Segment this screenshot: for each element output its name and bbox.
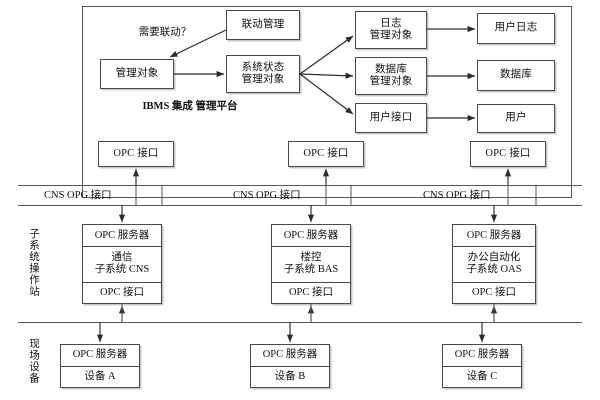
ibms-opc-interface-1[interactable]: OPC 接口 (98, 141, 174, 167)
bus-lower-rule (18, 322, 582, 323)
node-user-label: 用户 (505, 112, 527, 124)
node-log-object-line2: 管理对象 (369, 30, 413, 41)
subsystem-station-bas-interface[interactable]: OPC 接口 (272, 281, 350, 303)
subsystem-station-oas-server-label: OPC 服务器 (466, 229, 522, 241)
device-a-server-label: OPC 服务器 (72, 349, 128, 361)
subsystem-station-bas-server[interactable]: OPC 服务器 (272, 225, 350, 246)
bus-upper-bottom-rule (18, 205, 582, 206)
subsystem-station-oas[interactable]: OPC 服务器 办公自动化 子系统 OAS OPC 接口 (452, 224, 536, 304)
edge-linkage-to-managed (169, 29, 227, 58)
subsystem-station-bas-name-line1: 楼控 (300, 252, 322, 264)
subsystem-station-oas-interface[interactable]: OPC 接口 (453, 281, 535, 303)
condition-label: 需要联动？ (110, 27, 220, 40)
node-linkage-management[interactable]: 联动管理 (226, 10, 300, 40)
edge-sysstate-to-db (299, 72, 354, 79)
ibms-opc-interface-3-label: OPC 接口 (485, 147, 531, 159)
subsystem-station-bas-name: 楼控 子系统 BAS (272, 246, 350, 281)
device-a-name: 设备 A (61, 365, 139, 388)
ibms-opc-interface-2-label: OPC 接口 (303, 147, 349, 159)
edge-sysstate-to-log (299, 35, 354, 75)
node-system-state-object-line2: 管理对象 (241, 74, 285, 85)
device-c-name: 设备 C (443, 365, 521, 388)
node-linkage-management-label: 联动管理 (241, 18, 285, 30)
node-user-log-label: 用户日志 (494, 22, 538, 34)
bus-label-cns-opg-3: CNS OPG 接口 (423, 190, 491, 203)
device-c-name-label: 设备 C (466, 370, 498, 382)
node-user[interactable]: 用户 (477, 104, 555, 133)
device-c-server[interactable]: OPC 服务器 (443, 345, 521, 366)
device-layer-caption-text: 现场设备 (28, 338, 39, 384)
subsystem-station-bas-name-line2: 子系统 BAS (283, 264, 339, 276)
bus-label-cns-opg-1: CNS OPG 接口 (44, 190, 112, 203)
device-a[interactable]: OPC 服务器 设备 A (60, 344, 140, 388)
edge-sysstate-to-ui (299, 73, 354, 115)
subsystem-station-oas-interface-label: OPC 接口 (471, 286, 517, 298)
node-database-object-line2: 管理对象 (369, 76, 413, 87)
node-managed-object-label: 管理对象 (115, 67, 159, 79)
subsystem-layer-caption-text: 子系统操作站 (28, 228, 39, 297)
subsystem-station-cns-server-label: OPC 服务器 (94, 229, 150, 241)
subsystem-station-oas-name-line1: 办公自动化 (467, 252, 521, 264)
ibms-platform-frame (82, 6, 572, 198)
subsystem-station-bas-server-label: OPC 服务器 (283, 229, 339, 241)
device-a-server[interactable]: OPC 服务器 (61, 345, 139, 366)
node-managed-object[interactable]: 管理对象 (100, 59, 174, 89)
device-c[interactable]: OPC 服务器 设备 C (442, 344, 522, 388)
subsystem-station-cns-interface[interactable]: OPC 接口 (83, 281, 161, 303)
device-b[interactable]: OPC 服务器 设备 B (250, 344, 330, 388)
device-a-name-label: 设备 A (84, 370, 116, 382)
subsystem-station-oas-name: 办公自动化 子系统 OAS (453, 246, 535, 281)
subsystem-station-bas-interface-label: OPC 接口 (288, 286, 334, 298)
condition-label-text: 需要联动？ (138, 27, 192, 38)
node-system-state-object[interactable]: 系统状态 管理对象 (226, 55, 300, 93)
subsystem-station-cns-name: 通信 子系统 CNS (83, 246, 161, 281)
device-layer-caption: 现场设备 (26, 338, 41, 384)
subsystem-station-cns-name-line2: 子系统 CNS (94, 264, 150, 276)
bus-label-cns-opg-3-text: CNS OPG 接口 (423, 190, 491, 201)
subsystem-station-cns-interface-label: OPC 接口 (99, 286, 145, 298)
device-b-server[interactable]: OPC 服务器 (251, 345, 329, 366)
node-log-object[interactable]: 日志 管理对象 (355, 11, 427, 49)
subsystem-station-cns-name-line1: 通信 (111, 252, 133, 264)
node-user-interface[interactable]: 用户接口 (355, 103, 427, 133)
node-user-interface-label: 用户接口 (369, 111, 413, 123)
node-user-log[interactable]: 用户日志 (477, 13, 555, 44)
device-b-name: 设备 B (251, 365, 329, 388)
node-database-label: 数据库 (499, 69, 533, 81)
ibms-opc-interface-3[interactable]: OPC 接口 (470, 141, 546, 167)
ibms-opc-interface-1-label: OPC 接口 (113, 147, 159, 159)
device-b-name-label: 设备 B (274, 370, 306, 382)
subsystem-station-oas-name-line2: 子系统 OAS (466, 264, 522, 276)
device-c-server-label: OPC 服务器 (454, 349, 510, 361)
device-b-server-label: OPC 服务器 (262, 349, 318, 361)
ibms-opc-interface-2[interactable]: OPC 接口 (288, 141, 364, 167)
subsystem-station-cns-server[interactable]: OPC 服务器 (83, 225, 161, 246)
platform-caption-line1: IBMS 集成 (142, 101, 193, 112)
node-database-object-line1: 数据库 (374, 63, 408, 75)
subsystem-station-oas-server[interactable]: OPC 服务器 (453, 225, 535, 246)
subsystem-station-cns[interactable]: OPC 服务器 通信 子系统 CNS OPC 接口 (82, 224, 162, 304)
node-database[interactable]: 数据库 (477, 60, 555, 91)
platform-caption: IBMS 集成 管理平台 (130, 101, 250, 114)
bus-label-cns-opg-1-text: CNS OPG 接口 (44, 190, 112, 201)
bus-label-cns-opg-2-text: CNS OPG 接口 (233, 190, 301, 201)
bus-upper-top-rule (18, 185, 582, 186)
node-database-object[interactable]: 数据库 管理对象 (355, 57, 427, 95)
subsystem-station-bas[interactable]: OPC 服务器 楼控 子系统 BAS OPC 接口 (271, 224, 351, 304)
platform-caption-line2: 管理平台 (195, 101, 238, 112)
subsystem-layer-caption: 子系统操作站 (26, 228, 41, 297)
node-system-state-object-line1: 系统状态 (241, 61, 285, 73)
node-log-object-line1: 日志 (380, 17, 402, 29)
bus-label-cns-opg-2: CNS OPG 接口 (233, 190, 301, 203)
